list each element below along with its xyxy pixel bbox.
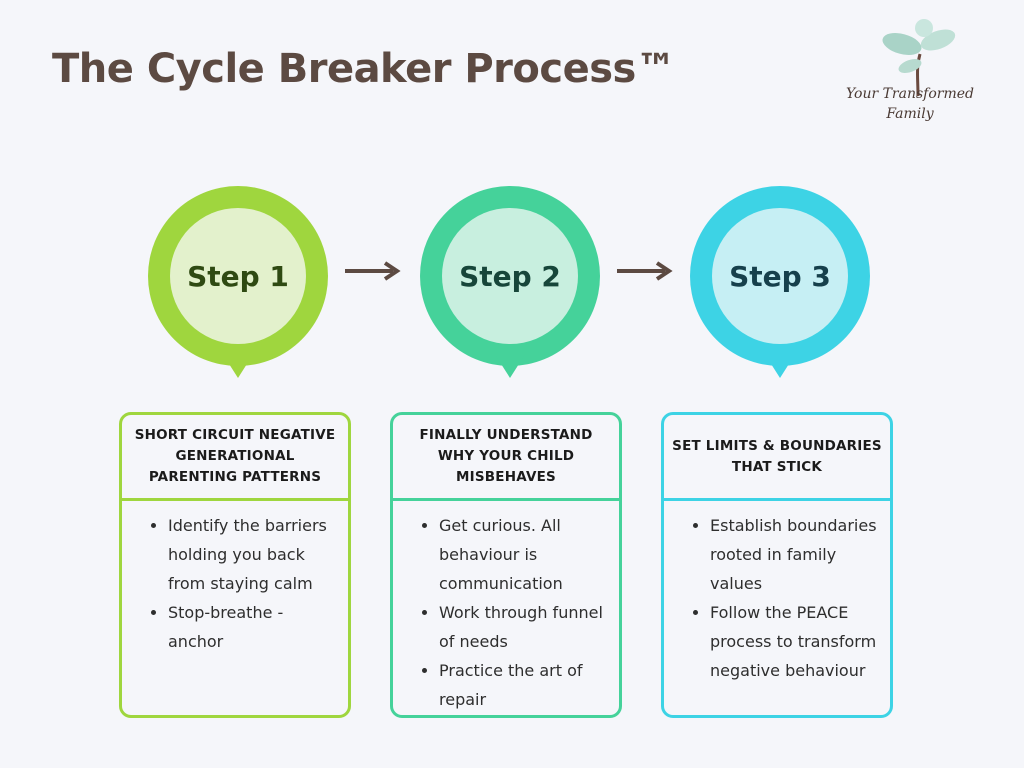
step-1-circle: Step 1 [148, 186, 328, 378]
page-title: The Cycle Breaker Process™ [52, 46, 676, 92]
logo-text-line2: Family [886, 106, 934, 122]
step-2-label: Step 2 [442, 208, 578, 344]
step-2-pointer [496, 356, 524, 378]
step-1-card: SHORT CIRCUIT NEGATIVE GENERATIONAL PARE… [119, 412, 351, 718]
step-2-bullets: Get curious. All behaviour is communicat… [393, 501, 619, 714]
step-1-pointer [224, 356, 252, 378]
step-3-bullets: Establish boundaries rooted in family va… [664, 501, 890, 685]
step-2-card: FINALLY UNDERSTAND WHY YOUR CHILD MISBEH… [390, 412, 622, 718]
arrow-right-icon [345, 261, 401, 281]
list-item: Stop-breathe - anchor [168, 598, 338, 656]
arrow-right-icon [617, 261, 673, 281]
list-item: Practice the art of repair [439, 656, 609, 714]
step-1-label: Step 1 [170, 208, 306, 344]
step-3-heading: SET LIMITS & BOUNDARIES THAT STICK [664, 415, 890, 501]
list-item: Identify the barriers holding you back f… [168, 511, 338, 598]
step-3-circle: Step 3 [690, 186, 870, 378]
step-3-label: Step 3 [712, 208, 848, 344]
sprout-icon [882, 19, 956, 97]
list-item: Follow the PEACE process to transform ne… [710, 598, 880, 685]
step-1-heading: SHORT CIRCUIT NEGATIVE GENERATIONAL PARE… [122, 415, 348, 501]
step-2-heading: FINALLY UNDERSTAND WHY YOUR CHILD MISBEH… [393, 415, 619, 501]
step-1-bullets: Identify the barriers holding you back f… [122, 501, 348, 656]
list-item: Get curious. All behaviour is communicat… [439, 511, 609, 598]
brand-logo: Your Transformed Family [820, 18, 1000, 128]
list-item: Work through funnel of needs [439, 598, 609, 656]
logo-text-line1: Your Transformed [845, 86, 975, 102]
step-3-card: SET LIMITS & BOUNDARIES THAT STICK Estab… [661, 412, 893, 718]
step-3-pointer [766, 356, 794, 378]
step-2-circle: Step 2 [420, 186, 600, 378]
list-item: Establish boundaries rooted in family va… [710, 511, 880, 598]
